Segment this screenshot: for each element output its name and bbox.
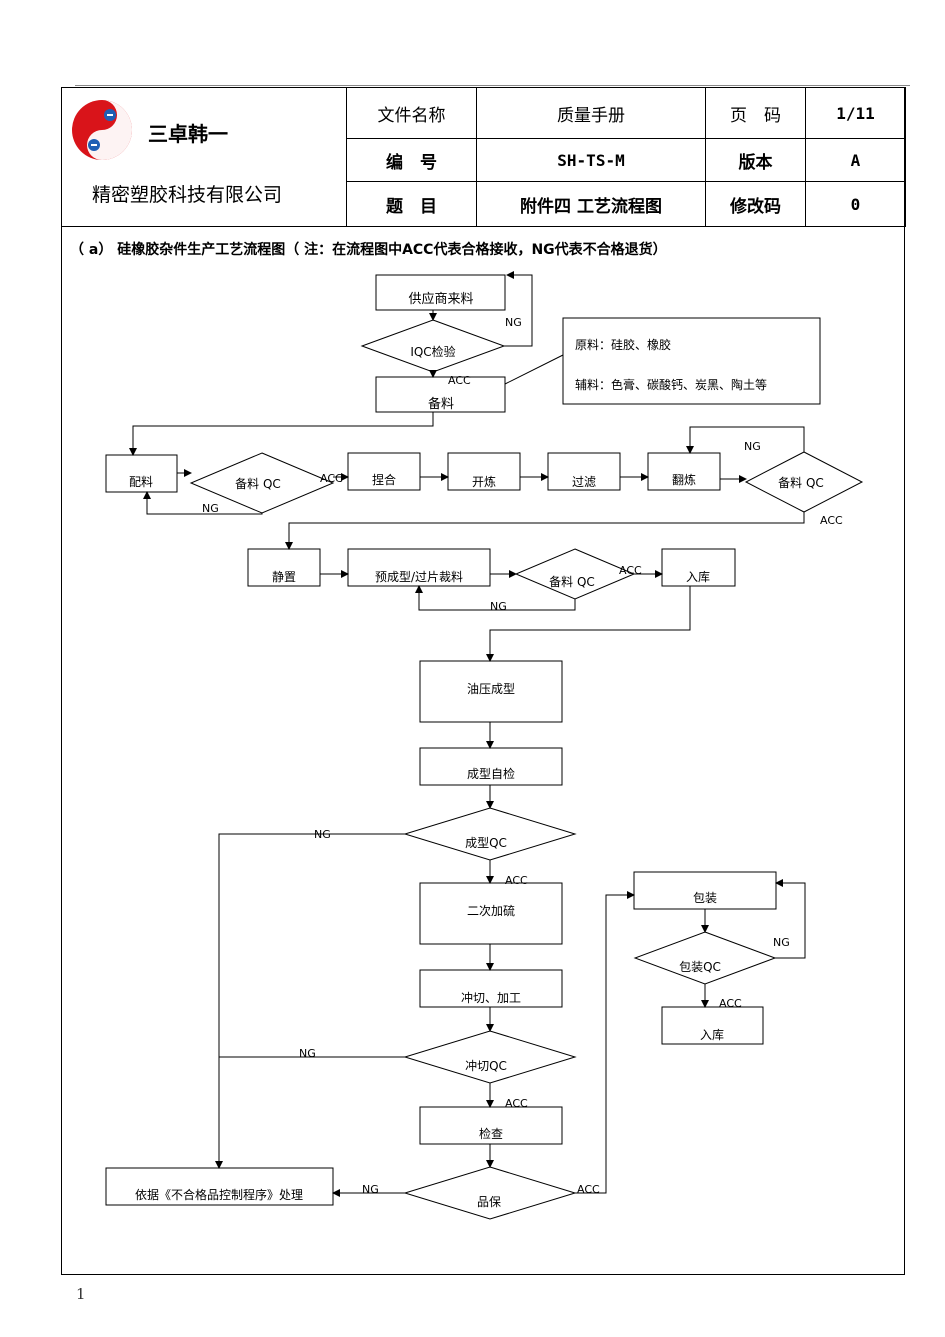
- ng-tag: NG: [299, 1047, 316, 1060]
- inspect-box: [419, 1106, 563, 1145]
- secondary-cure-label: 二次加硫: [467, 903, 515, 918]
- punch-qc-label: 冲切QC: [465, 1058, 507, 1073]
- company-block: 三卓韩一 精密塑胶科技有限公司: [61, 87, 347, 227]
- qa-diamond: [403, 1166, 577, 1220]
- storage-box-1: [661, 548, 736, 587]
- company-logo-icon: [72, 100, 132, 160]
- secondary-cure-box: [419, 882, 563, 945]
- kneading-label: 捏合: [372, 472, 396, 487]
- milling-label: 开炼: [472, 474, 496, 489]
- material-qc-label-3: 备料 QC: [549, 575, 595, 589]
- prepare-box: [375, 376, 506, 413]
- qa-label: 品保: [477, 1195, 501, 1209]
- forming-qc-diamond: [403, 807, 577, 861]
- punch-process-label: 冲切、加工: [461, 990, 521, 1005]
- value-subject: 附件四 工艺流程图: [476, 181, 706, 227]
- ng-tag: NG: [490, 600, 507, 613]
- kneading-box: [347, 452, 421, 491]
- iqc-label: IQC检验: [410, 344, 455, 359]
- storage-box-2: [661, 1006, 764, 1045]
- value-page: 1/11: [805, 87, 906, 139]
- company-short-name: 三卓韩一: [148, 122, 228, 146]
- packing-qc-label: 包装QC: [679, 960, 721, 974]
- hydraulic-forming-label: 油压成型: [467, 682, 515, 696]
- packing-qc-diamond: [633, 931, 777, 985]
- resting-label: 静置: [272, 570, 296, 584]
- section-title: （ a） 硅橡胶杂件生产工艺流程图（ 注：在流程图中ACC代表合格接收，NG代表…: [70, 242, 667, 258]
- top-rule: [75, 85, 910, 86]
- acc-tag: ACC: [448, 374, 471, 387]
- materials-note-box: [562, 317, 821, 405]
- company-full-name: 精密塑胶科技有限公司: [92, 184, 283, 206]
- preforming-box: [347, 548, 491, 587]
- inspect-label: 检查: [479, 1126, 503, 1141]
- remilling-box: [647, 452, 721, 491]
- acc-tag: ACC: [619, 564, 642, 577]
- supplier-label: 供应商来料: [408, 291, 473, 307]
- storage-label-2: 入库: [700, 1027, 724, 1042]
- label-doc-number: 编 号: [346, 138, 477, 182]
- preforming-label: 预成型/过片裁料: [375, 570, 463, 584]
- self-check-box: [419, 747, 563, 786]
- storage-label-1: 入库: [686, 569, 710, 584]
- page-number: 1: [76, 1285, 86, 1303]
- packing-label: 包装: [693, 891, 717, 905]
- supplier-box: [375, 274, 506, 311]
- hydraulic-forming-box: [419, 660, 563, 723]
- nonconform-label: 依据《不合格品控制程序》处理: [135, 1187, 303, 1202]
- ng-tag: NG: [744, 440, 761, 453]
- remilling-label: 翻炼: [672, 472, 696, 487]
- acc-tag: ACC: [505, 1097, 528, 1110]
- nonconform-box: [105, 1167, 334, 1206]
- acc-tag: ACC: [505, 874, 528, 887]
- forming-qc-label: 成型QC: [465, 836, 507, 850]
- raw-material-note: 原料：硅胶、橡胶: [575, 337, 671, 352]
- mixing-label: 配料: [129, 475, 153, 489]
- filtering-box: [547, 452, 621, 491]
- label-version: 版本: [705, 138, 806, 182]
- ng-tag: NG: [773, 936, 790, 949]
- aux-material-note: 辅料：色膏、碳酸钙、炭黑、陶土等: [575, 377, 767, 392]
- label-file-name: 文件名称: [346, 87, 477, 139]
- label-subject: 题 目: [346, 181, 477, 227]
- ng-tag: NG: [314, 828, 331, 841]
- self-check-label: 成型自检: [467, 766, 515, 781]
- material-qc-label-1: 备料 QC: [235, 477, 281, 491]
- material-qc-diamond-3: [514, 548, 636, 600]
- ng-tag: NG: [202, 502, 219, 515]
- ng-tag: NG: [362, 1183, 379, 1196]
- resting-box: [247, 548, 321, 587]
- packing-box: [633, 871, 777, 910]
- ng-tag: NG: [505, 316, 522, 329]
- filtering-label: 过滤: [572, 475, 596, 489]
- acc-tag: ACC: [719, 997, 742, 1010]
- material-qc-label-2: 备料 QC: [778, 476, 824, 490]
- acc-tag: ACC: [577, 1183, 600, 1196]
- milling-box: [447, 452, 521, 491]
- mixing-box: [105, 454, 178, 493]
- document-header: 三卓韩一 精密塑胶科技有限公司 文件名称 质量手册 页 码 1/11 编 号 S…: [61, 87, 906, 227]
- punch-qc-diamond: [403, 1030, 577, 1084]
- value-revision: 0: [805, 181, 906, 227]
- acc-tag: ACC: [320, 472, 343, 485]
- value-doc-number: SH-TS-M: [476, 138, 706, 182]
- acc-tag: ACC: [820, 514, 843, 527]
- prepare-label: 备料: [428, 396, 454, 412]
- punch-process-box: [419, 969, 563, 1008]
